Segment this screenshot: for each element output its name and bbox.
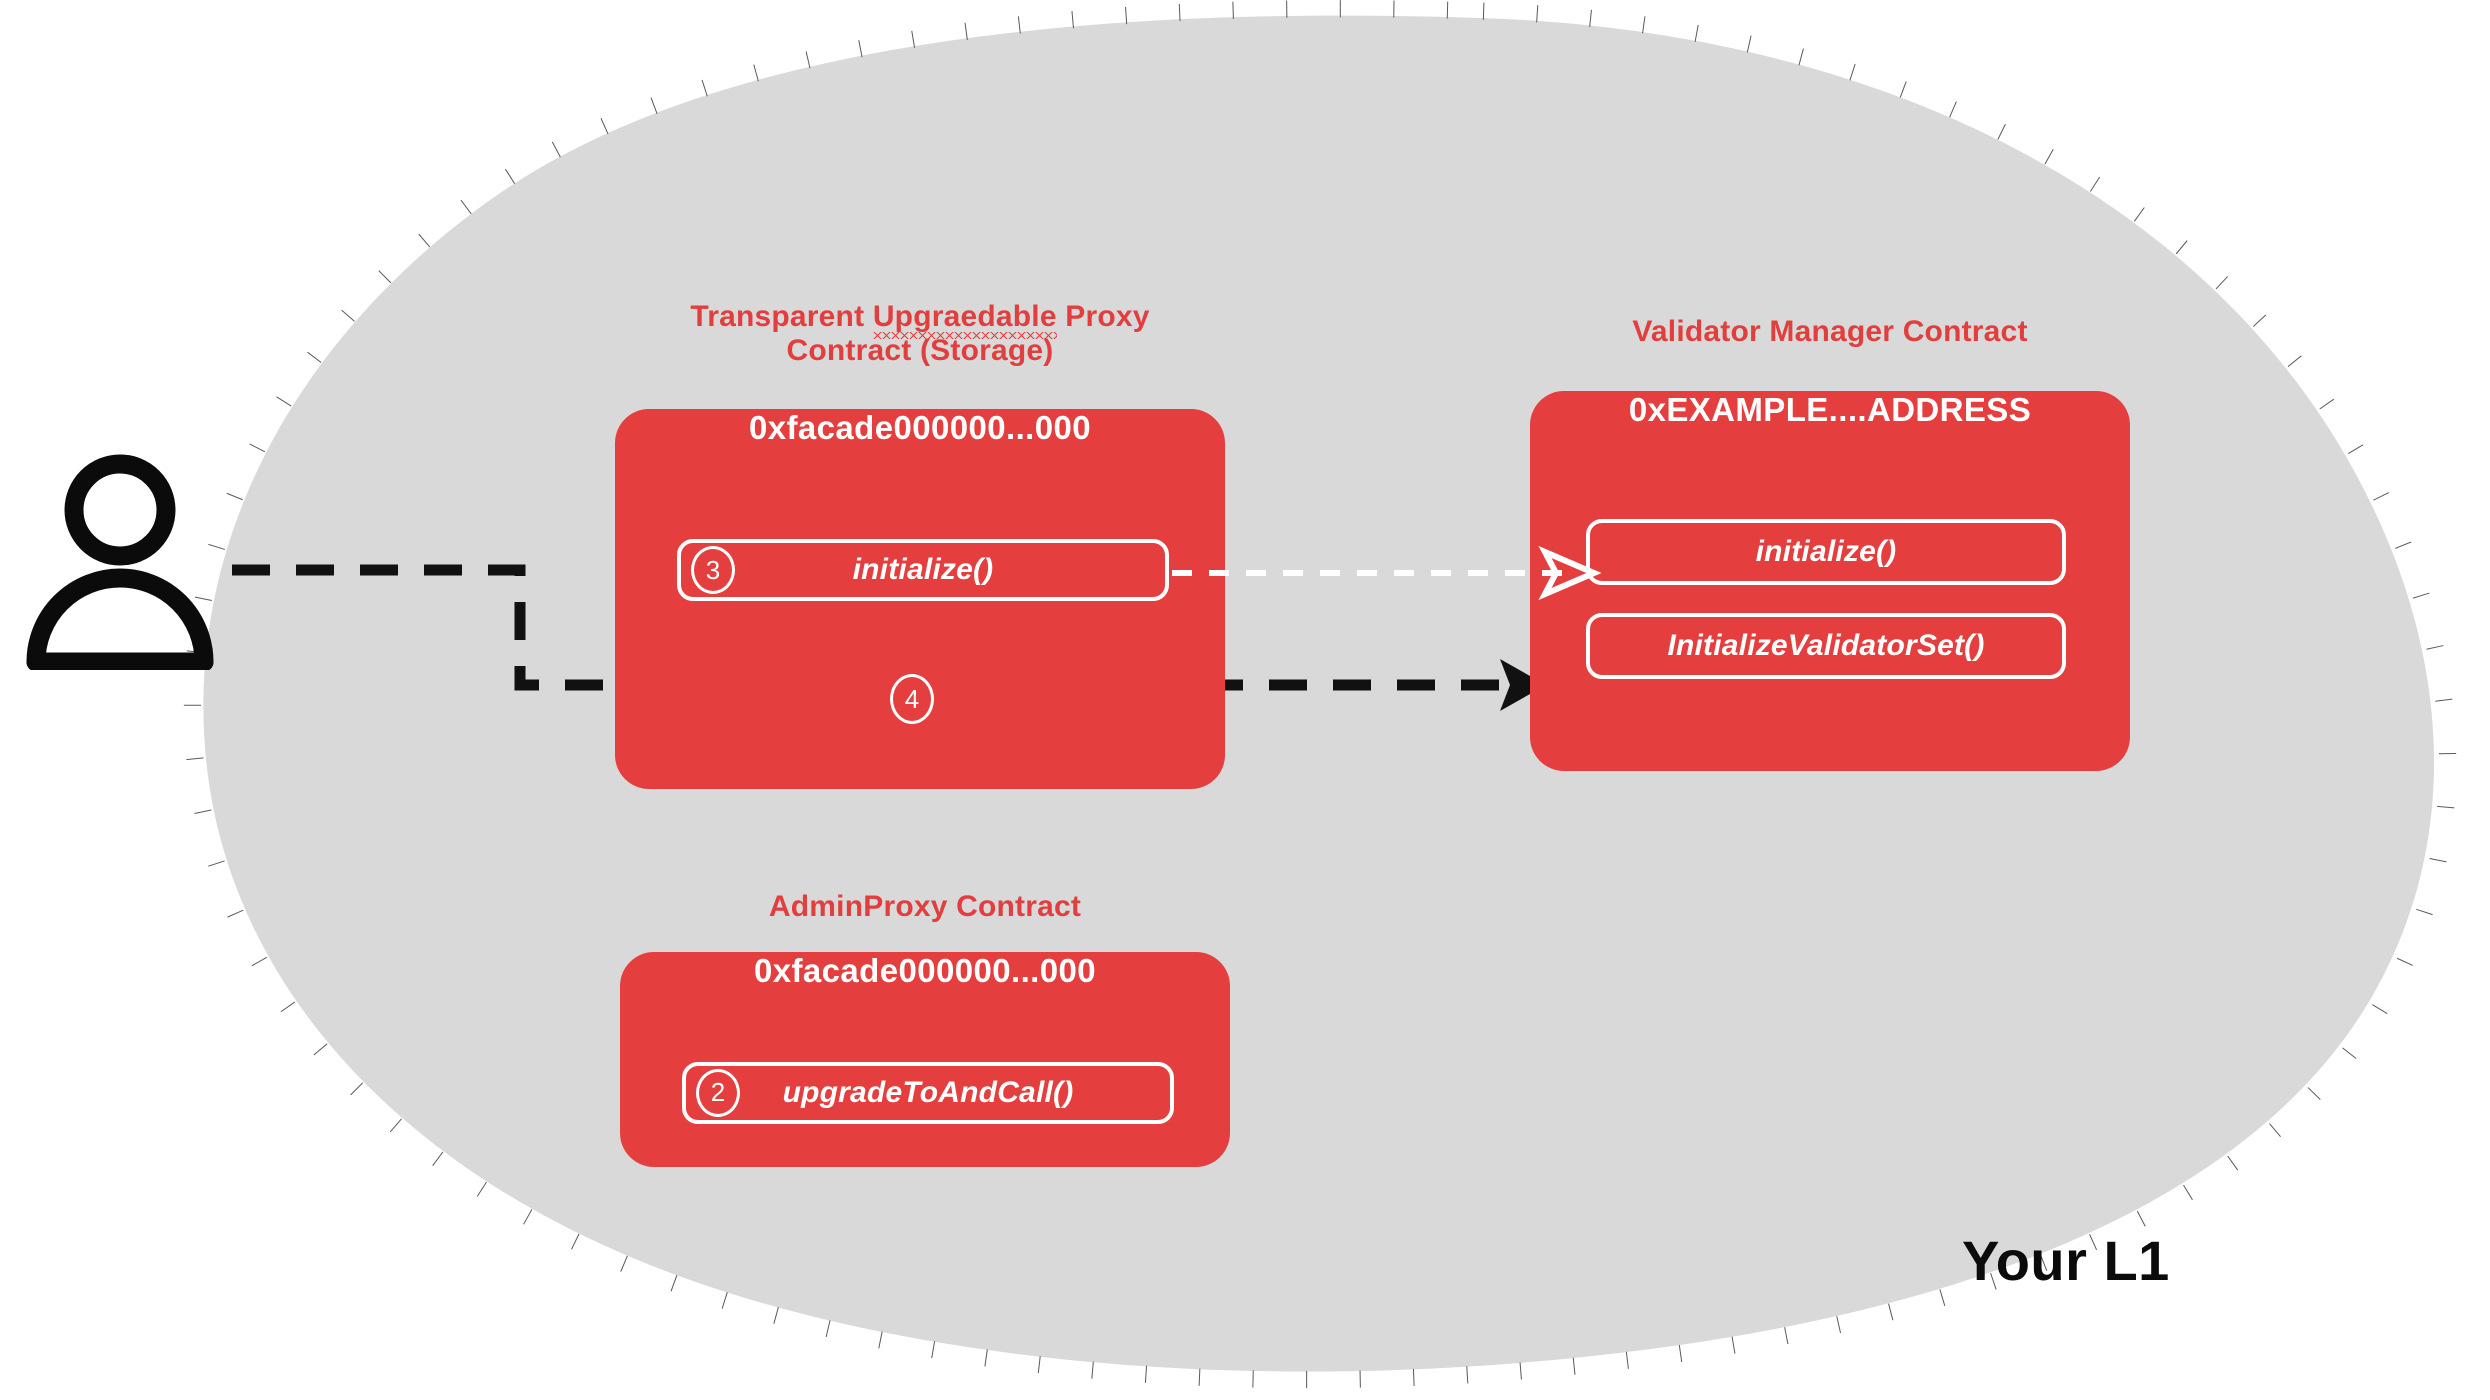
step-badge-4: 4: [890, 674, 934, 725]
validator-manager-title: Validator Manager Contract: [1632, 315, 2028, 348]
transparent-proxy-address: 0xfacade000000...000: [749, 409, 1091, 447]
step-badge-3: 3: [691, 546, 735, 595]
method-box-upgradetoandcall[interactable]: 2 upgradeToAndCall(): [682, 1061, 1174, 1124]
validator-manager-card[interactable]: 0xEXAMPLE....ADDRESS initialize() Initia…: [1530, 390, 2130, 771]
admin-proxy-title: AdminProxy Contract: [768, 890, 1082, 923]
title-text-part2: Proxy: [1056, 300, 1150, 333]
method-label-upgradetoandcall: upgradeToAndCall(): [782, 1075, 1074, 1109]
validator-manager-address: 0xEXAMPLE....ADDRESS: [1628, 390, 2032, 428]
method-label-proxy-initialize: initialize(): [852, 553, 994, 587]
admin-proxy-contract-group: AdminProxy Contract 0xfacade000000...000…: [620, 890, 1230, 1167]
method-box-vm-initialize[interactable]: initialize(): [1586, 518, 2066, 585]
transparent-proxy-card[interactable]: 0xfacade000000...000 3 initialize() 4: [615, 409, 1225, 790]
title-text-part1: Transparent: [690, 300, 873, 333]
user-person-icon: [26, 454, 214, 670]
region-label-your-l1: Your L1: [1962, 1229, 2170, 1292]
step-badge-2: 2: [696, 1068, 740, 1117]
title-text-line2: Contract (Storage): [786, 333, 1054, 367]
admin-proxy-address: 0xfacade000000...000: [754, 951, 1096, 989]
title-misspelled-word: Upgraedable: [872, 300, 1057, 339]
method-label-vm-initializevalidatorset: InitializeValidatorSet(): [1667, 628, 1985, 662]
method-box-proxy-initialize[interactable]: 3 initialize(): [677, 539, 1169, 602]
validator-manager-contract-group: Validator Manager Contract 0xEXAMPLE....…: [1530, 315, 2130, 771]
admin-proxy-card[interactable]: 0xfacade000000...000 2 upgradeToAndCall(…: [620, 951, 1230, 1167]
method-box-vm-initializevalidatorset[interactable]: InitializeValidatorSet(): [1586, 612, 2066, 679]
method-label-vm-initialize: initialize(): [1755, 534, 1897, 568]
